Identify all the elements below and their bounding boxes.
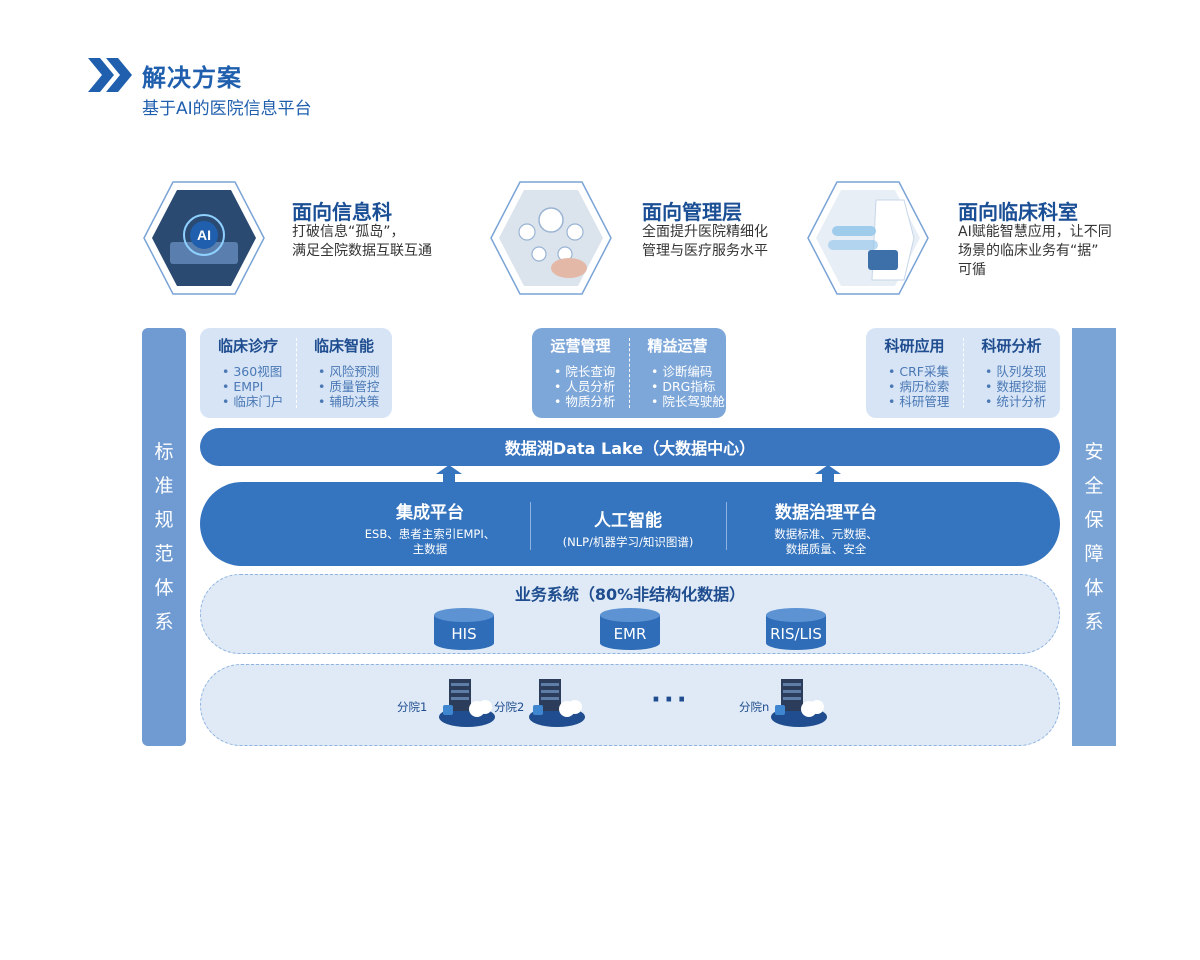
double-chevron-icon <box>88 58 132 92</box>
svg-text:AI: AI <box>197 227 211 243</box>
branches-panel: 分院1 分院2 ··· 分院n <box>200 664 1060 746</box>
database-icon <box>766 608 826 650</box>
pillar-char: 准 <box>154 475 174 497</box>
module-item: 统计分析 <box>963 394 1060 409</box>
database-icon <box>434 608 494 650</box>
module-column: 临床智能 风险预测 质量管控 辅助决策 <box>296 328 392 418</box>
module-item: 队列发现 <box>963 364 1060 379</box>
audience-title: 面向信息科 <box>292 200 392 224</box>
platform-title: 数据治理平台 <box>775 503 877 523</box>
module-title: 临床诊疗 <box>217 337 278 355</box>
audience-title: 面向管理层 <box>642 200 742 224</box>
module-column: 精益运营 诊断编码 DRG指标 院长驾驶舱 <box>629 328 726 418</box>
audience-title: 面向临床科室 <box>958 200 1078 224</box>
page-subtitle: 基于AI的医院信息平台 <box>142 99 312 119</box>
module-item: 人员分析 <box>532 379 629 394</box>
pillar-char: 标 <box>154 441 174 463</box>
module-item: 病历检索 <box>866 379 963 394</box>
security-pillar: 安 全 保 障 体 系 <box>1072 328 1116 746</box>
pillar-char: 保 <box>1084 509 1104 531</box>
audience-desc: 全面提升医院精细化 管理与医疗服务水平 <box>642 224 768 259</box>
module-item: 诊断编码 <box>629 364 726 379</box>
module-item: DRG指标 <box>629 379 726 394</box>
platform-title: 集成平台 <box>396 503 464 523</box>
branch-label: 分院1 <box>397 700 428 714</box>
business-title: 业务系统（80%非结构化数据） <box>514 585 746 604</box>
module-item: 院长驾驶舱 <box>629 394 726 409</box>
platform-title: 人工智能 <box>594 511 662 531</box>
module-title: 精益运营 <box>647 337 708 355</box>
platform-divider <box>726 502 727 550</box>
ellipsis: ··· <box>651 685 690 715</box>
server-cluster-icon <box>771 679 827 727</box>
doctor-tablet-photo-icon <box>807 181 929 295</box>
arrow-up-icon <box>436 465 462 483</box>
platform-subtitle: (NLP/机器学习/知识图谱) <box>562 535 694 549</box>
pillar-char: 安 <box>1084 441 1104 463</box>
data-lake-label: 数据湖Data Lake（大数据中心） <box>504 439 756 458</box>
pillar-char: 全 <box>1084 475 1104 497</box>
platform-subtitle: 数据标准、元数据、 数据质量、安全 <box>774 527 878 556</box>
branch-label: 分院n <box>739 700 770 714</box>
branch-label: 分院2 <box>494 700 525 714</box>
arrow-up-icon <box>815 465 841 483</box>
database-label: EMR <box>613 625 647 643</box>
module-column: 运营管理 院长查询 人员分析 物质分析 <box>532 328 629 418</box>
server-cluster-icon <box>529 679 585 727</box>
database-icon <box>600 608 660 650</box>
module-item: CRF采集 <box>866 364 963 379</box>
platform-bar: 集成平台 ESB、患者主索引EMPI、 主数据 人工智能 (NLP/机器学习/知… <box>200 482 1060 566</box>
pillar-char: 体 <box>154 577 174 599</box>
module-title: 科研分析 <box>981 337 1042 355</box>
pillar-char: 规 <box>154 509 174 531</box>
audience-desc: AI赋能智慧应用，让不同 场景的临床业务有“据” 可循 <box>958 224 1112 278</box>
business-systems-panel: 业务系统（80%非结构化数据） HIS EMR RIS/LIS <box>200 574 1060 654</box>
module-column: 科研应用 CRF采集 病历检索 科研管理 <box>866 328 963 418</box>
database-label: HIS <box>451 625 477 643</box>
database-label: RIS/LIS <box>770 625 822 643</box>
pillar-char: 系 <box>1084 611 1104 633</box>
pillar-char: 体 <box>1084 577 1104 599</box>
pillar-char: 障 <box>1084 543 1104 565</box>
module-item: 辅助决策 <box>296 394 392 409</box>
pillar-char: 系 <box>154 611 174 633</box>
module-item: 物质分析 <box>532 394 629 409</box>
module-title: 科研应用 <box>884 337 945 355</box>
module-title: 临床智能 <box>313 337 374 355</box>
module-item: 360视图 <box>200 364 296 379</box>
server-cluster-icon <box>439 679 495 727</box>
ai-tablet-photo-icon: AI <box>143 181 265 295</box>
platform-section: 人工智能 (NLP/机器学习/知识图谱) <box>530 482 726 566</box>
module-item: 质量管控 <box>296 379 392 394</box>
platform-divider <box>530 502 531 550</box>
platform-section: 集成平台 ESB、患者主索引EMPI、 主数据 <box>330 482 530 566</box>
operations-module: 运营管理 院长查询 人员分析 物质分析 精益运营 诊断编码 DRG指标 院长驾驶… <box>532 328 726 418</box>
module-item: 科研管理 <box>866 394 963 409</box>
module-item: 院长查询 <box>532 364 629 379</box>
clinical-module: 临床诊疗 360视图 EMPI 临床门户 临床智能 风险预测 质量管控 辅助决策 <box>200 328 392 418</box>
audience-desc: 打破信息“孤岛”， 满足全院数据互联互通 <box>292 224 432 259</box>
data-lake-bar: 数据湖Data Lake（大数据中心） <box>200 428 1060 466</box>
module-title: 运营管理 <box>550 337 611 355</box>
module-column: 科研分析 队列发现 数据挖掘 统计分析 <box>963 328 1060 418</box>
page-title: 解决方案 <box>142 64 242 92</box>
platform-section: 数据治理平台 数据标准、元数据、 数据质量、安全 <box>726 482 926 566</box>
pillar-char: 范 <box>154 543 174 565</box>
module-column: 临床诊疗 360视图 EMPI 临床门户 <box>200 328 296 418</box>
research-module: 科研应用 CRF采集 病历检索 科研管理 科研分析 队列发现 数据挖掘 统计分析 <box>866 328 1060 418</box>
module-item: 临床门户 <box>200 394 296 409</box>
medical-hand-photo-icon <box>490 181 612 295</box>
module-item: EMPI <box>200 379 296 394</box>
module-item: 数据挖掘 <box>963 379 1060 394</box>
platform-subtitle: ESB、患者主索引EMPI、 主数据 <box>364 527 496 556</box>
standards-pillar: 标 准 规 范 体 系 <box>142 328 186 746</box>
module-item: 风险预测 <box>296 364 392 379</box>
